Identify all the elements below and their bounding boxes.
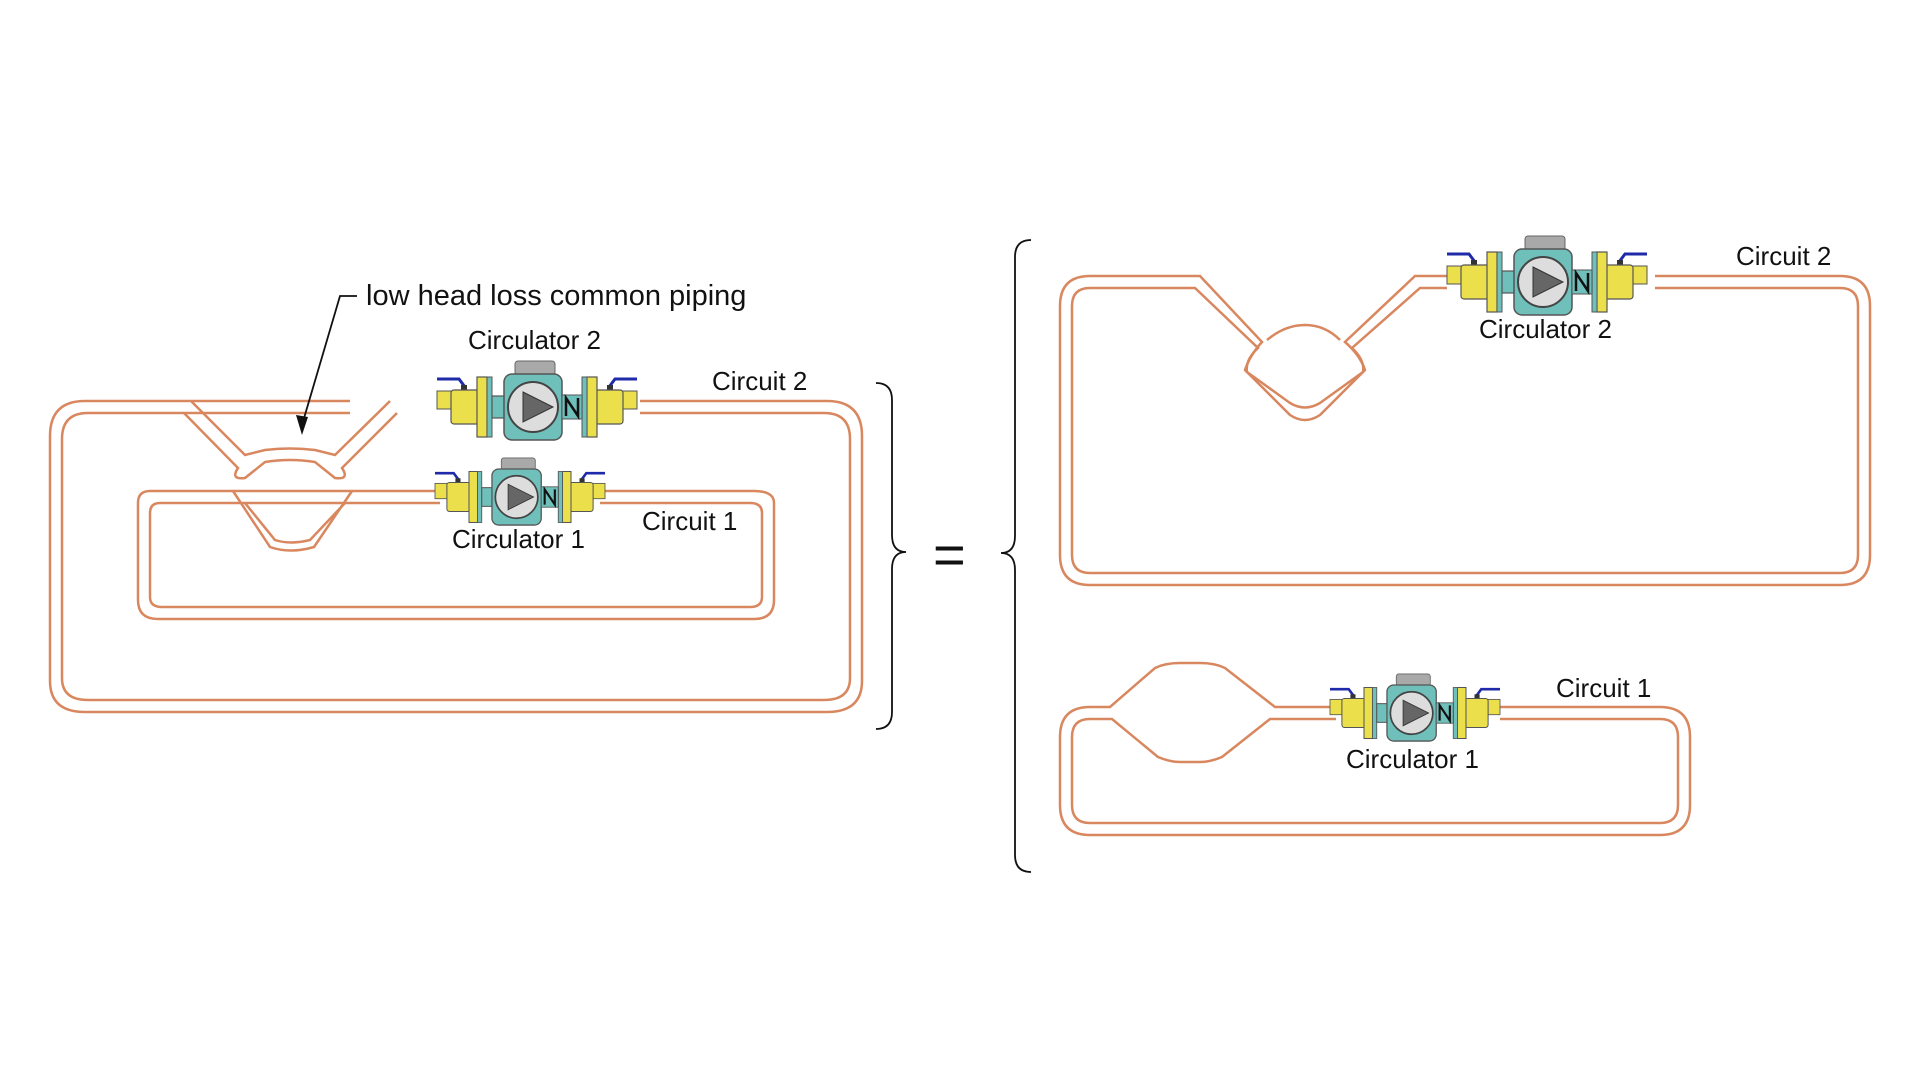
circulator-1-label: Circulator 1 <box>452 524 585 554</box>
circulator-1-pump-icon <box>433 456 607 527</box>
circuit-1-separate-label: Circuit 1 <box>1556 673 1651 703</box>
circuit-1-label: Circuit 1 <box>642 506 737 536</box>
common-piping <box>183 400 398 480</box>
separated-system: Circuit 2 Circulator 2 Circuit 1 Circula… <box>1000 234 1872 873</box>
circulator-2-label: Circulator 2 <box>468 325 601 355</box>
circuit-2-separate-loop <box>1058 274 1872 587</box>
circulator-1-separate-pump-icon <box>1328 672 1502 743</box>
right-brace-icon <box>875 382 907 730</box>
circulator-2-separate-label: Circulator 2 <box>1479 314 1612 344</box>
circuit-2-label: Circuit 2 <box>712 366 807 396</box>
circuit-2-separate-label: Circuit 2 <box>1736 241 1831 271</box>
combined-system: low head loss common piping Circulator 2… <box>48 280 907 730</box>
circuit-2-loop <box>48 399 864 714</box>
left-brace-icon <box>1000 239 1032 873</box>
circulator-2-separate-pump-icon <box>1445 234 1649 317</box>
circuit-1-separate-loop <box>1058 661 1692 837</box>
circulator-1-separate-label: Circulator 1 <box>1346 744 1479 774</box>
common-piping-annotation: low head loss common piping <box>366 280 746 312</box>
arrowhead-icon <box>296 415 308 435</box>
circuit-1-loop <box>136 489 776 621</box>
arrow-icon <box>301 295 357 426</box>
equals-sign: = <box>933 523 966 586</box>
circulator-2-pump-icon <box>435 359 639 442</box>
